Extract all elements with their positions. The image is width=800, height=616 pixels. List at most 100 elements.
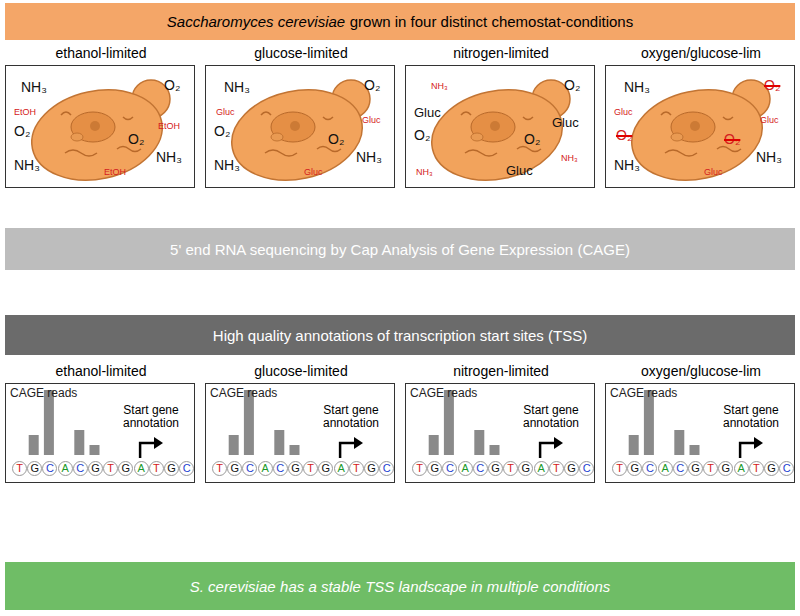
molecule-label: O₂	[414, 128, 430, 143]
nucleotide-letter: C	[42, 461, 57, 476]
conclusion-band: S. cerevisiaehas a stable TSS landscape …	[5, 562, 795, 610]
nucleotide-letter: C	[179, 461, 194, 476]
nucleotide-letter: T	[303, 461, 318, 476]
axis-label: CAGE reads	[10, 387, 77, 400]
condition-heading: glucose-limited	[206, 364, 396, 379]
annotation-label: Start gene annotation	[110, 404, 192, 430]
process-band: High quality annotations of transcriptio…	[5, 315, 795, 355]
nucleotide-letter: G	[627, 461, 642, 476]
condition-box: oxygen/glucose-limNH₃O₂GlucO₂GlucO₂NH₃NH…	[605, 65, 795, 188]
band-text: High quality annotations of transcriptio…	[213, 327, 587, 344]
molecule-label: Gluc	[614, 108, 633, 118]
band-text-row: 5' end RNA sequencing by Cap Analysis of…	[5, 228, 795, 270]
nucleotide-letter: G	[718, 461, 733, 476]
nucleotide-letter: T	[349, 461, 364, 476]
molecule-label: Gluc	[704, 168, 723, 178]
condition-heading: ethanol-limited	[6, 46, 196, 61]
nucleotide-letter: G	[118, 461, 133, 476]
nucleotide-letter: G	[364, 461, 379, 476]
nucleotide-letter: T	[549, 461, 564, 476]
molecule-label: O₂	[564, 78, 580, 93]
molecule-label: O₂	[214, 124, 230, 139]
molecule-label: Gluc	[304, 168, 323, 178]
molecule-label: O₂	[164, 78, 180, 93]
band-text-row: High quality annotations of transcriptio…	[5, 315, 795, 355]
condition-box: ethanol-limitedNH₃O₂EtOHO₂O₂EtOHNH₃NH₃Et…	[5, 65, 195, 188]
nucleotide-letter: C	[779, 461, 794, 476]
nucleotide-letter: C	[673, 461, 688, 476]
condition-heading: nitrogen-limited	[406, 46, 596, 61]
nucleotide-letter: T	[503, 461, 518, 476]
yeast-cell	[23, 78, 170, 192]
nucleotide-letter: C	[642, 461, 657, 476]
title-band: Saccharomyces cerevisiaegrown in four di…	[5, 3, 795, 40]
tss-box: ethanol-limitedCAGE readsStart gene anno…	[5, 383, 195, 483]
molecule-label: O₂	[764, 78, 780, 93]
molecule-label: NH₃	[14, 158, 40, 173]
nucleotide-letter: G	[764, 461, 779, 476]
band-text-row: Saccharomyces cerevisiaegrown in four di…	[5, 3, 795, 40]
molecule-label: Gluc	[552, 116, 579, 130]
molecule-label: NH₃	[356, 150, 382, 165]
nucleotide-letter: C	[273, 461, 288, 476]
axis-label: CAGE reads	[410, 387, 477, 400]
nucleotide-letter: T	[749, 461, 764, 476]
molecule-label: NH₃	[756, 150, 782, 165]
nucleotide-letter: G	[27, 461, 42, 476]
axis-label: CAGE reads	[210, 387, 277, 400]
nucleotide-letter: T	[103, 461, 118, 476]
nucleotide-letter: C	[473, 461, 488, 476]
molecule-label: Gluc	[760, 116, 779, 126]
nucleotide-letter: T	[612, 461, 627, 476]
annotation-label: Start gene annotation	[310, 404, 392, 430]
nucleotide-letter: G	[564, 461, 579, 476]
condition-heading: ethanol-limited	[6, 364, 196, 379]
molecule-label: O₂	[364, 78, 380, 93]
nucleotide-letter: A	[134, 461, 149, 476]
condition-heading: oxygen/glucose-lim	[606, 46, 796, 61]
band-text-row: S. cerevisiaehas a stable TSS landscape …	[5, 562, 795, 610]
process-band: 5' end RNA sequencing by Cap Analysis of…	[5, 228, 795, 270]
condition-heading: glucose-limited	[206, 46, 396, 61]
nucleotide-letter: A	[734, 461, 749, 476]
molecule-label: NH₃	[156, 150, 182, 165]
molecule-label: NH₃	[224, 80, 250, 95]
nucleotide-letter: G	[488, 461, 503, 476]
nucleotide-letter: C	[379, 461, 394, 476]
molecule-label: Gluc	[216, 108, 235, 118]
condition-heading: nitrogen-limited	[406, 364, 596, 379]
molecule-label: O₂	[128, 132, 144, 147]
molecule-label: NH₃	[21, 80, 47, 95]
molecule-label: EtOH	[158, 122, 180, 132]
condition-box: nitrogen-limitedNH₃O₂GlucO₂GlucO₂NH₃NH₃G…	[405, 65, 595, 188]
nucleotide-letter: C	[442, 461, 457, 476]
nucleotide-letter: G	[688, 461, 703, 476]
molecule-label: NH₃	[614, 158, 640, 173]
nucleotide-letter: T	[149, 461, 164, 476]
molecule-label: O₂	[724, 132, 740, 147]
molecule-label: Gluc	[506, 164, 533, 178]
molecule-label: NH₃	[431, 82, 448, 92]
molecule-label: NH₃	[416, 168, 433, 178]
condition-heading: oxygen/glucose-lim	[606, 364, 796, 379]
nucleotide-letter: A	[658, 461, 673, 476]
band-text: S. cerevisiae	[190, 578, 276, 595]
annotation-label: Start gene annotation	[710, 404, 792, 430]
nucleotide-letter: A	[334, 461, 349, 476]
yeast-cell	[423, 78, 570, 192]
annotation-label: Start gene annotation	[510, 404, 592, 430]
nucleotide-letter: G	[288, 461, 303, 476]
band-text: grown in four distinct chemostat-conditi…	[350, 13, 633, 30]
yeast-cell	[623, 78, 770, 192]
nucleotide-letter: G	[227, 461, 242, 476]
nucleotide-letter: A	[534, 461, 549, 476]
axis-label: CAGE reads	[610, 387, 677, 400]
tss-box: oxygen/glucose-limCAGE readsStart gene a…	[605, 383, 795, 483]
molecule-label: NH₃	[624, 80, 650, 95]
band-text: has a stable TSS landscape in multiple c…	[280, 578, 610, 595]
band-text: 5' end RNA sequencing by Cap Analysis of…	[170, 241, 630, 258]
nucleotide-letter: T	[212, 461, 227, 476]
nucleotide-letter: C	[73, 461, 88, 476]
